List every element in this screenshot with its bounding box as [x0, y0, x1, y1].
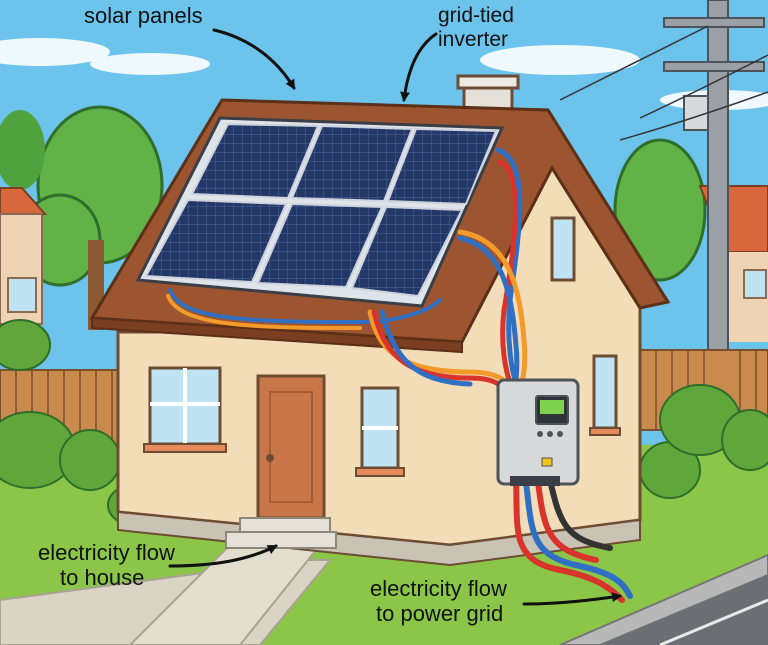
- flow-to-house-label: electricity flow to house: [38, 541, 175, 590]
- door-steps: [226, 518, 336, 548]
- flow-to-grid-line1: electricity flow: [370, 577, 507, 602]
- flow-to-house-line2: to house: [38, 566, 175, 591]
- window-left: [144, 368, 226, 452]
- window-gable: [552, 218, 574, 280]
- solar-panels-label-text: solar panels: [84, 4, 203, 29]
- window-right: [590, 356, 620, 435]
- flow-to-house-line1: electricity flow: [38, 541, 175, 566]
- inverter-label-line1: grid-tied: [438, 4, 514, 28]
- inverter-label: grid-tied inverter: [438, 4, 514, 51]
- window-middle: [356, 388, 404, 476]
- flow-to-grid-label: electricity flow to power grid: [370, 577, 507, 626]
- solar-panels-label: solar panels: [84, 4, 203, 29]
- inverter-box: [498, 380, 578, 486]
- inverter-label-line2: inverter: [438, 28, 514, 52]
- front-door: [258, 376, 324, 518]
- neighbor-house-left: [0, 188, 45, 324]
- flow-to-grid-line2: to power grid: [370, 602, 507, 627]
